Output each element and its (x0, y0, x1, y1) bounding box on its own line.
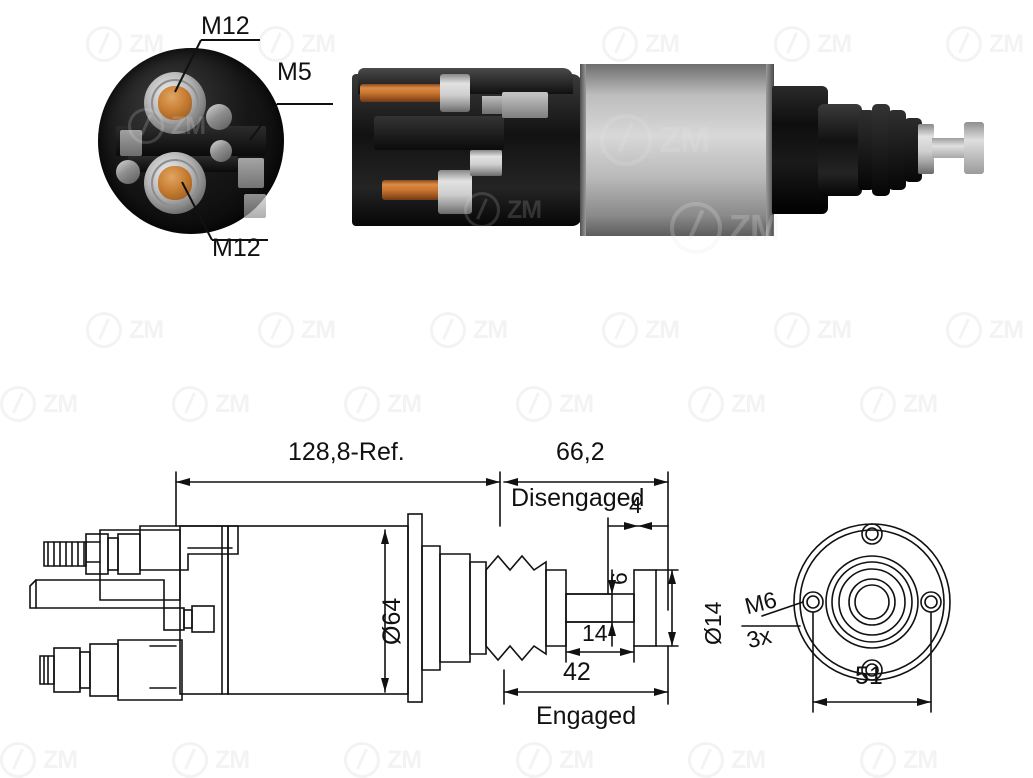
watermark-text: ZM (731, 389, 766, 418)
boot-fold (858, 110, 874, 190)
contact-plate (482, 96, 502, 114)
watermark-text: ZM (729, 207, 780, 248)
terminal-washer (470, 150, 502, 176)
watermark-text: ZM (507, 195, 542, 224)
terminal-m12-bottom (144, 152, 206, 214)
watermark-text: ZM (989, 315, 1024, 344)
watermark-text: ZM (43, 389, 78, 418)
watermark-tile: ZM (128, 108, 206, 144)
solenoid-end-view-photo: ZM (98, 48, 284, 234)
watermark-tile: ZM (670, 202, 780, 254)
watermark-tile: ZM (946, 312, 1024, 348)
watermark-tile: ZM (464, 192, 542, 228)
dim-shaft-length: 14 (582, 620, 608, 646)
zm-badge-icon (128, 108, 164, 144)
zm-badge-icon (860, 386, 896, 422)
terminal-nut-top (440, 74, 470, 112)
zm-badge-icon (430, 312, 466, 348)
terminal-stud-bottom (382, 180, 444, 200)
dim-bolt-circle: 51 (855, 662, 883, 690)
watermark-tile: ZM (688, 386, 766, 422)
zm-badge-icon (516, 386, 552, 422)
contact-tab (244, 194, 266, 218)
boot-fold (872, 104, 890, 196)
zm-badge-icon (86, 312, 122, 348)
dim-overall-length: 128,8-Ref. (288, 438, 405, 466)
watermark-tile: ZM (600, 114, 710, 166)
zm-badge-icon (344, 386, 380, 422)
zm-badge-icon (670, 202, 722, 254)
watermark-text: ZM (301, 29, 336, 58)
watermark-text: ZM (215, 389, 250, 418)
can-seam (580, 64, 586, 236)
zm-badge-icon (0, 386, 36, 422)
watermark-tile: ZM (430, 312, 508, 348)
boot-fold (888, 110, 906, 190)
contact-tab (238, 158, 264, 188)
plunger-shaft (932, 138, 968, 158)
dim-body-diameter: Ø64 (378, 597, 406, 645)
watermark-text: ZM (387, 389, 422, 418)
terminal-m5 (206, 104, 232, 130)
watermark-tile: ZM (344, 386, 422, 422)
dim-stroke-engaged-value: 42 (563, 658, 591, 686)
watermark-text: ZM (817, 315, 852, 344)
watermark-text: ZM (559, 389, 594, 418)
dim-end-diameter: Ø14 (700, 601, 726, 645)
dim-plunger-offset: 4 (629, 492, 642, 518)
terminal-m5-secondary (210, 140, 232, 162)
dim-stroke-disengaged-value: 66,2 (556, 438, 605, 466)
label-m12-bottom: M12 (212, 234, 261, 262)
dim-stroke-disengaged-label: Disengaged (511, 484, 645, 512)
watermark-tile: ZM (602, 312, 680, 348)
contact-plate (502, 92, 548, 118)
watermark-tile: ZM (258, 312, 336, 348)
zm-badge-icon (602, 312, 638, 348)
watermark-tile: ZM (86, 312, 164, 348)
zm-badge-icon (172, 386, 208, 422)
watermark-text: ZM (645, 315, 680, 344)
technical-drawing: 128,8-Ref. 66,2 Disengaged Ø64 4 6 Ø14 1… (0, 430, 1033, 774)
watermark-text: ZM (473, 315, 508, 344)
terminal-stud-top (360, 84, 442, 102)
zm-badge-icon (774, 312, 810, 348)
zm-badge-icon (946, 312, 982, 348)
plunger-collar (918, 124, 934, 174)
terminal-m5-tertiary (116, 160, 140, 184)
dim-stroke-engaged-label: Engaged (536, 702, 637, 730)
label-m5: M5 (277, 58, 312, 86)
plunger-head (964, 122, 984, 174)
solenoid-side-view-photo: ZM ZM ZM (352, 52, 984, 254)
mounting-strap (374, 116, 504, 150)
watermark-text: ZM (659, 119, 710, 160)
watermark-tile: ZM (516, 386, 594, 422)
watermark-tile: ZM (172, 386, 250, 422)
watermark-tile: ZM (774, 312, 852, 348)
zm-badge-icon (258, 312, 294, 348)
zm-badge-icon (688, 386, 724, 422)
watermark-text: ZM (301, 315, 336, 344)
watermark-tile: ZM (0, 386, 78, 422)
watermark-text: ZM (989, 29, 1024, 58)
rear-collar (818, 104, 862, 196)
terminal-copper-stud (157, 165, 193, 201)
watermark-tile: ZM (860, 386, 938, 422)
zm-badge-icon (600, 114, 652, 166)
watermark-text: ZM (171, 111, 206, 140)
can-seam (766, 64, 774, 236)
watermark-text: ZM (903, 389, 938, 418)
label-m12-top: M12 (201, 12, 250, 40)
boot-fold (904, 118, 922, 182)
zm-badge-icon (464, 192, 500, 228)
dim-shaft-height: 6 (606, 572, 632, 585)
watermark-text: ZM (129, 315, 164, 344)
